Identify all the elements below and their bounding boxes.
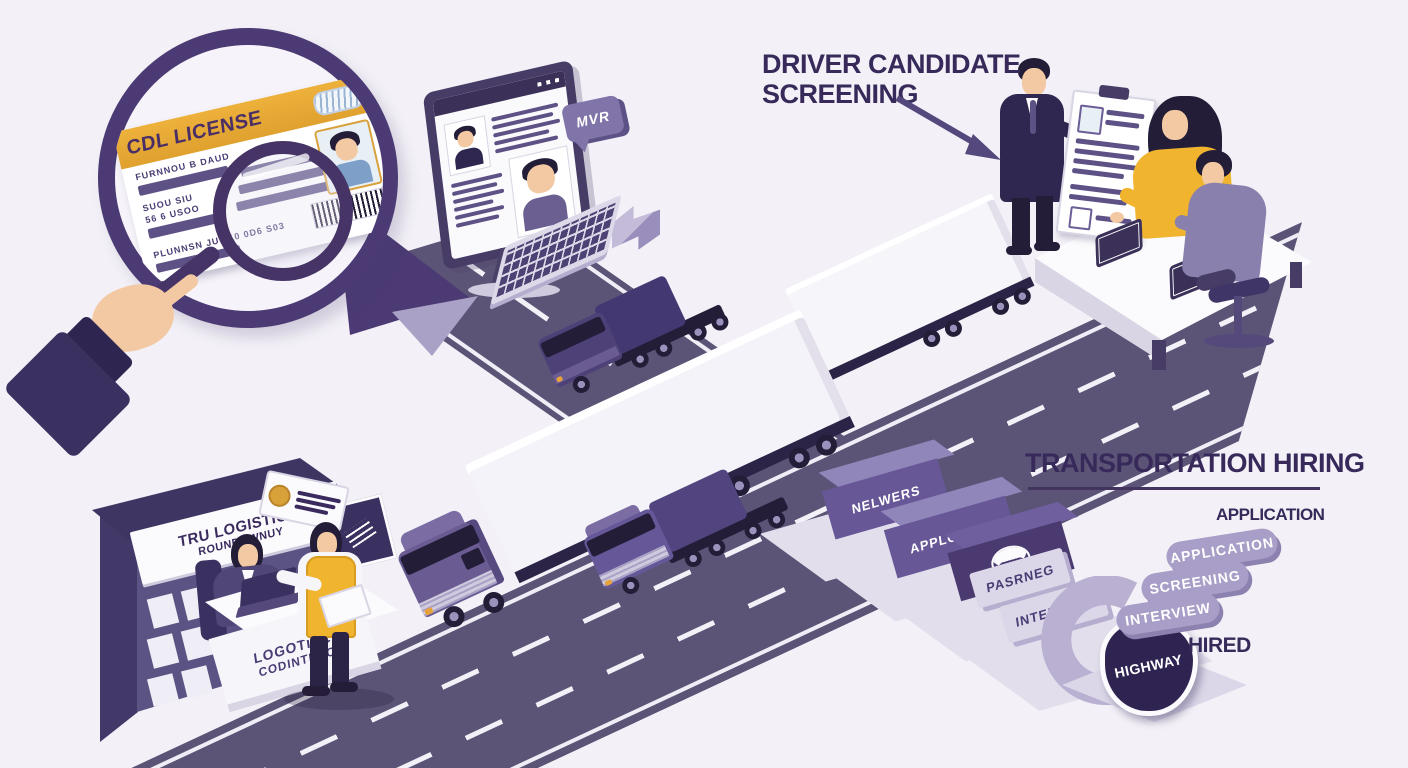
recruiter-leg xyxy=(1012,198,1030,250)
avatar-face xyxy=(456,129,475,149)
profile-card-small xyxy=(443,115,492,177)
headline: DRIVER CANDIDATE SCREENING xyxy=(762,49,1021,109)
application-side-label: APPLICATION xyxy=(1216,505,1325,524)
resume-line xyxy=(1105,119,1140,129)
zoom-bubble-clip: CDL LICENSE FURNNOU B DAUD SUOU SIU 56 6… xyxy=(113,43,383,313)
table-leg xyxy=(1290,262,1302,288)
office-chair-pole xyxy=(1234,296,1242,338)
resume-stamp xyxy=(1068,206,1093,231)
browser-bar xyxy=(432,70,566,117)
hanging-sign-lines xyxy=(294,488,342,521)
headline-line2: SCREENING xyxy=(762,78,919,109)
pill-label: INTERVIEW xyxy=(1124,599,1212,629)
recruiter-tie xyxy=(1030,100,1036,134)
interviewer-face xyxy=(1202,162,1224,188)
mvr-tag-tail xyxy=(574,137,593,155)
highway-badge-label: HIGHWAY xyxy=(1113,650,1185,682)
recruiter-shoe xyxy=(1034,242,1060,251)
mvr-tag-label: MVR xyxy=(574,107,612,131)
resume-line xyxy=(1106,109,1145,120)
pill-label: SCREENING xyxy=(1148,566,1242,598)
poster-glyph xyxy=(343,517,377,549)
pill-label: APPLICATION xyxy=(1168,533,1276,567)
table-leg xyxy=(1152,340,1166,370)
recruiter-leg xyxy=(1036,196,1053,248)
driver-face xyxy=(317,532,337,556)
receptionist-face xyxy=(238,544,258,568)
recruiter-shoe xyxy=(1006,246,1032,255)
driver-shoe xyxy=(330,682,358,692)
figure-shadow xyxy=(284,688,394,710)
browser-dots-icon xyxy=(537,77,560,87)
office-chair-base xyxy=(1204,334,1274,348)
candidate-woman-hand xyxy=(1110,212,1124,223)
driver-leg xyxy=(332,632,349,686)
hired-label: HIRED xyxy=(1188,634,1251,657)
avatar-shoulders xyxy=(454,145,484,170)
wheel xyxy=(479,588,508,617)
headline-line1: DRIVER CANDIDATE xyxy=(762,49,1021,79)
resume-photo xyxy=(1076,104,1105,136)
hiring-title-underline xyxy=(1028,487,1320,490)
hiring-title: TRANSPORTATION HIRING xyxy=(1025,448,1365,478)
hologram-icon xyxy=(311,82,366,118)
resume-clip xyxy=(1098,84,1130,101)
candidate-woman-face xyxy=(1162,110,1188,140)
gold-seal-icon xyxy=(266,482,293,509)
resume-line xyxy=(1068,193,1127,206)
decorative-arrow-shape xyxy=(612,206,660,250)
pointer-arrow-icon xyxy=(895,95,1001,160)
driver-shoe xyxy=(302,686,330,696)
recruiter-face xyxy=(1022,68,1046,96)
cdl-card-title: CDL LICENSE xyxy=(125,106,264,160)
driver-leg xyxy=(310,636,328,690)
trailer-box xyxy=(784,193,1031,373)
resume-line xyxy=(1071,167,1125,180)
